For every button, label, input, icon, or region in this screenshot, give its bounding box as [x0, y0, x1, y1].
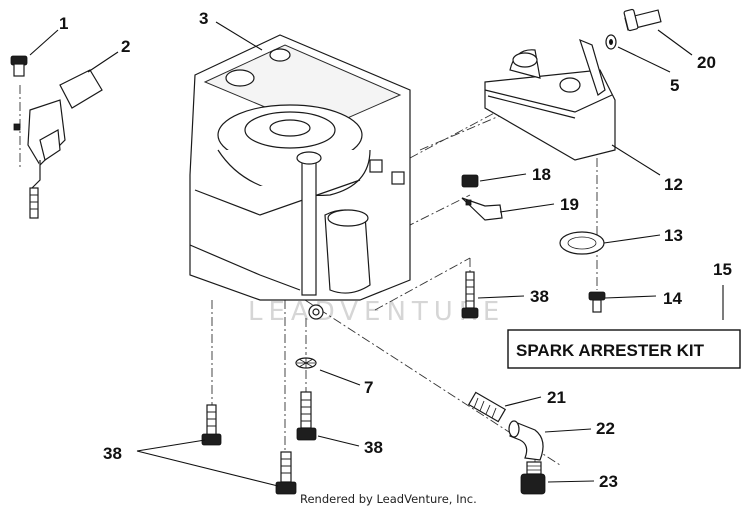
callout-3: 3 [199, 9, 208, 28]
callout-15: 15 [713, 260, 732, 279]
part-5-washer [605, 34, 617, 50]
part-38-bolt-upper [461, 271, 479, 319]
callout-2: 2 [121, 37, 130, 56]
part-19-clip [461, 197, 503, 221]
callout-14: 14 [663, 289, 682, 308]
part-21-pipe-nipple [467, 391, 507, 423]
callout-labels: 1 2 3 5 7 12 13 14 15 18 19 20 21 22 23 … [59, 9, 732, 491]
callout-38-upper: 38 [530, 287, 549, 306]
callout-22: 22 [596, 419, 615, 438]
callout-21: 21 [547, 388, 566, 407]
part-1-bolt [10, 55, 28, 77]
part-38-bolt-lower [275, 451, 297, 495]
callout-23: 23 [599, 472, 618, 491]
part-2-throttle-control [13, 69, 103, 219]
part-14-screw [588, 291, 606, 313]
callout-12: 12 [664, 175, 683, 194]
part-38-bolt-left [201, 404, 222, 446]
callout-38-mid: 38 [364, 438, 383, 457]
callout-7: 7 [364, 378, 373, 397]
callout-19: 19 [560, 195, 579, 214]
part-22-elbow [508, 420, 544, 461]
part-3-engine [189, 34, 411, 320]
part-12-muffler [484, 38, 616, 161]
callout-38-left: 38 [103, 444, 122, 463]
callout-18: 18 [532, 165, 551, 184]
rendered-by-footer: Rendered by LeadVenture, Inc. [300, 492, 477, 506]
leader-lines [29, 21, 724, 487]
callout-5: 5 [670, 76, 679, 95]
callout-20: 20 [697, 53, 716, 72]
callout-1: 1 [59, 14, 68, 33]
spark-arrester-kit-box: SPARK ARRESTER KIT [507, 329, 741, 369]
part-18-nut [461, 174, 479, 188]
watermark-text: LEADVENTURE [248, 297, 505, 327]
part-20-bolt [623, 8, 662, 32]
part-13-gasket [559, 231, 605, 255]
callout-13: 13 [664, 226, 683, 245]
part-7-lock-washer [295, 357, 317, 369]
part-38-bolt-mid [296, 391, 317, 441]
spark-arrester-kit-label: SPARK ARRESTER KIT [516, 341, 705, 360]
part-23-plug [520, 461, 546, 495]
